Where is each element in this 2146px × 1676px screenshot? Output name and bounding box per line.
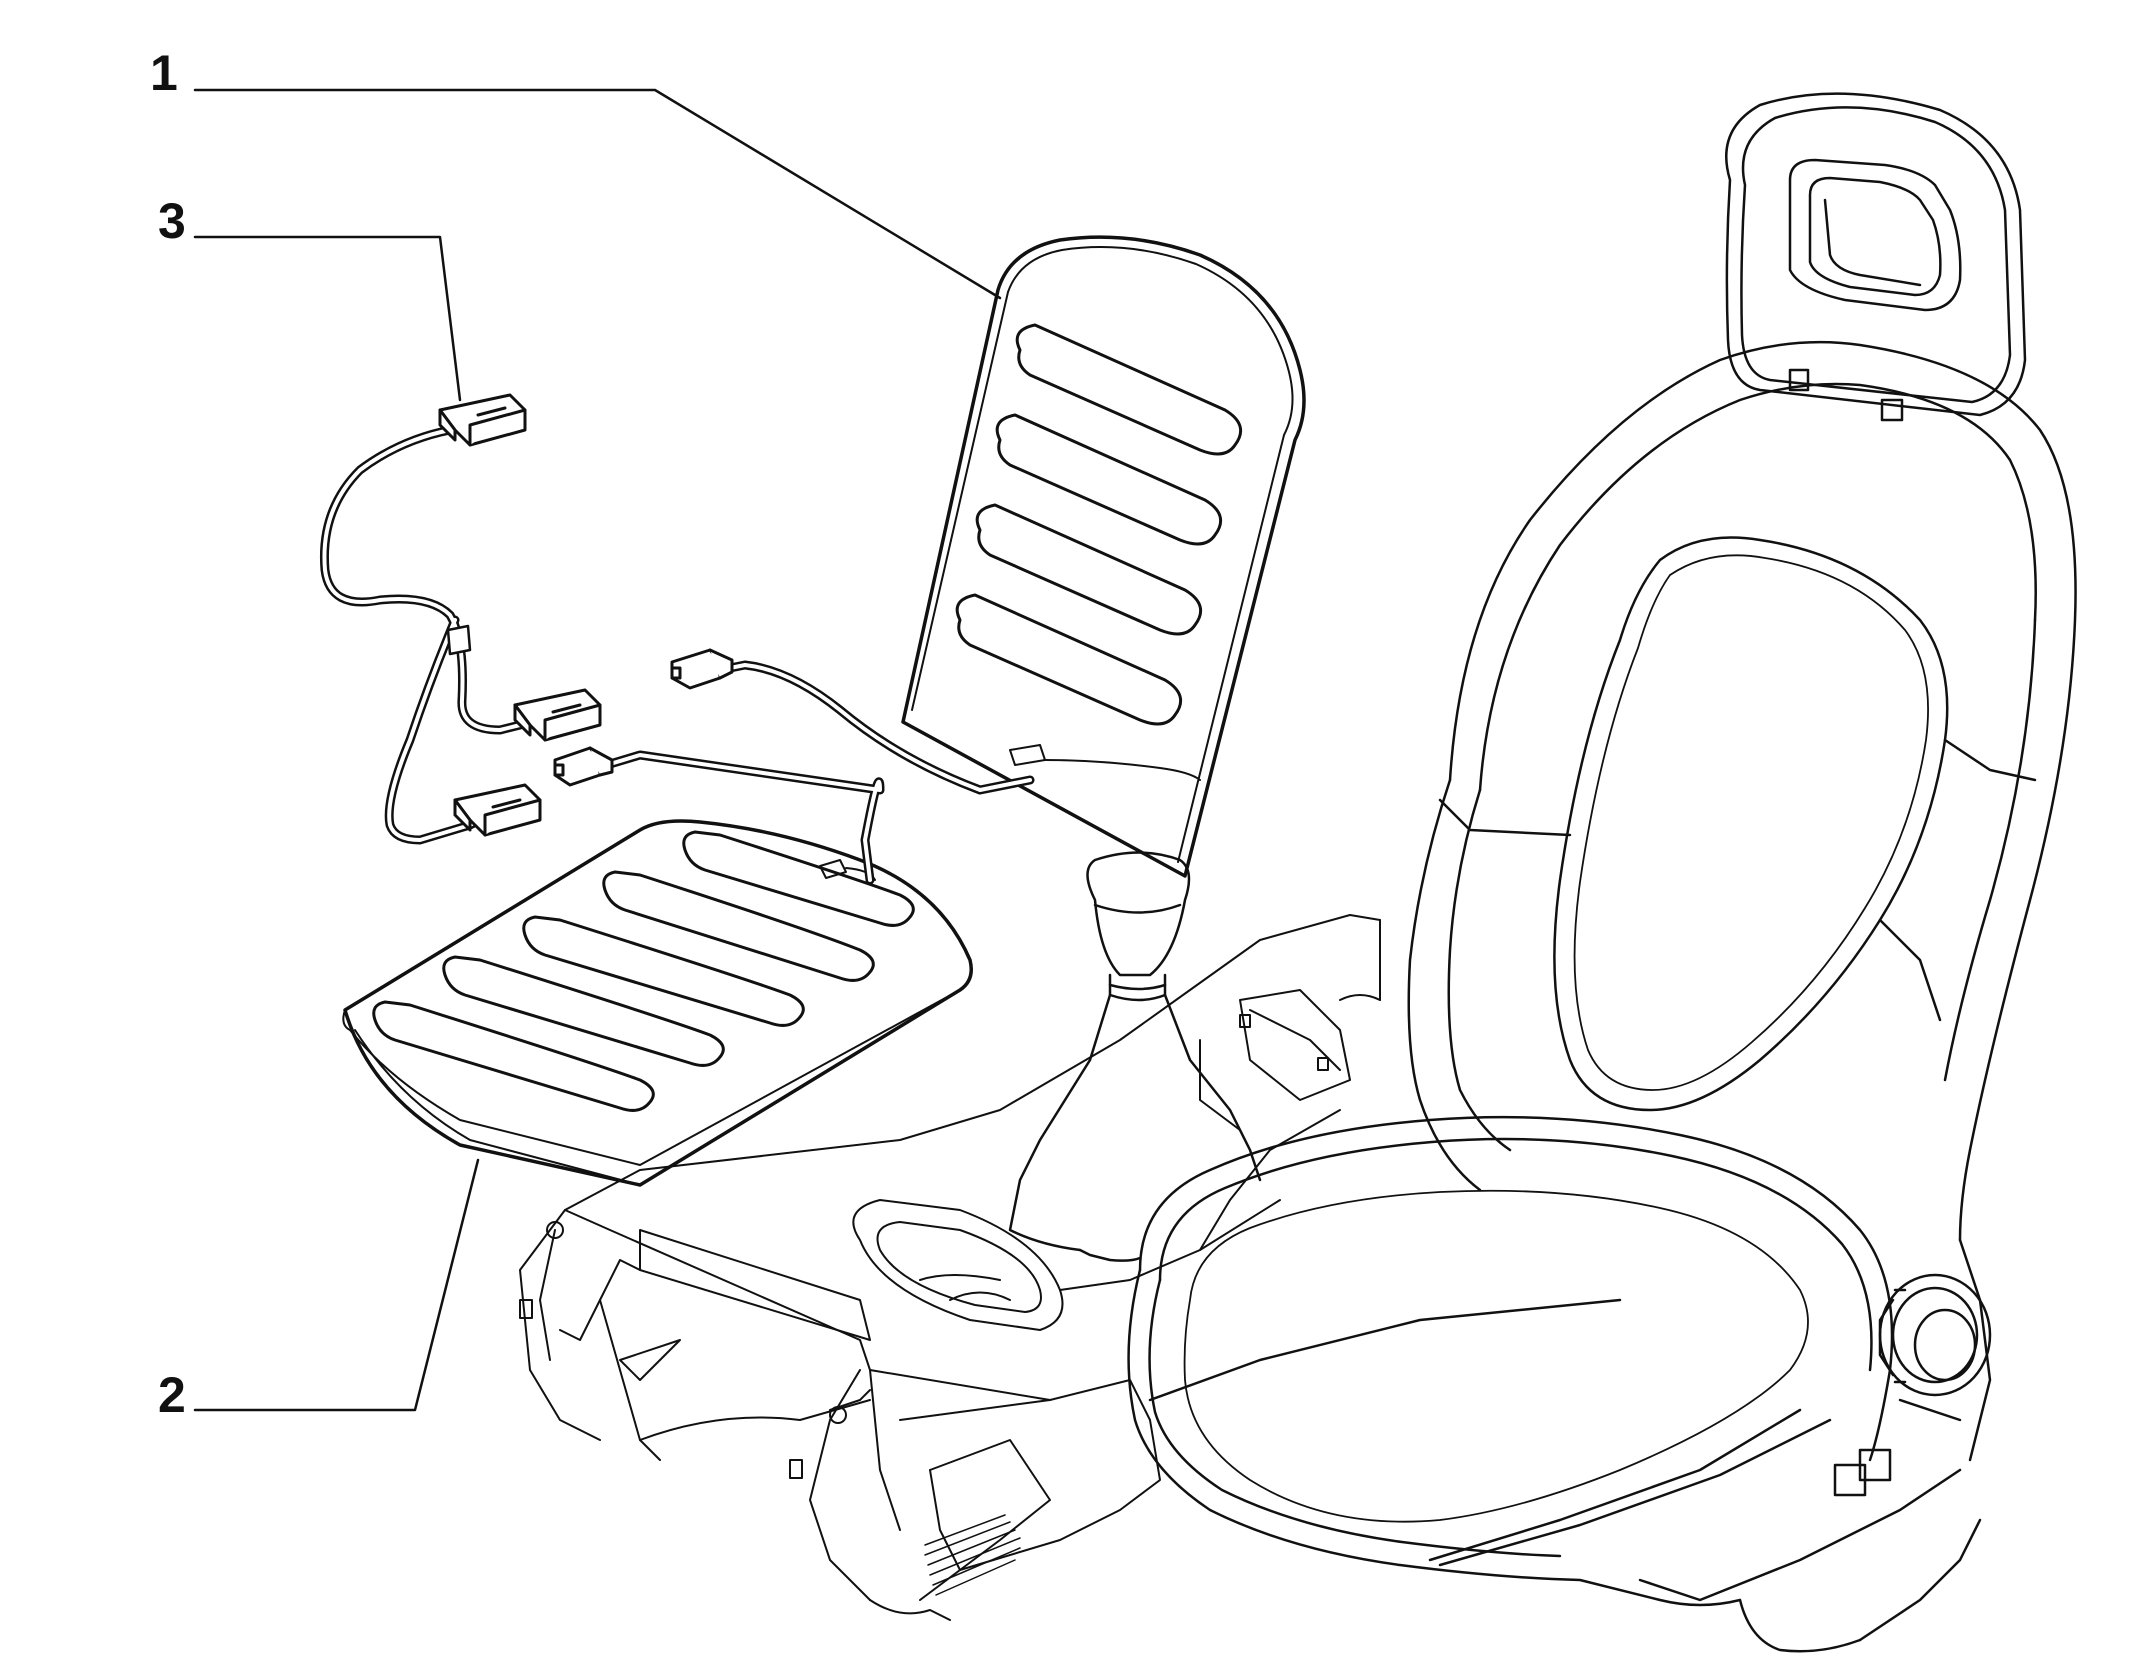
callout-leader-lines xyxy=(195,90,1000,1410)
cushion-heating-pad-icon xyxy=(343,821,971,1185)
leader-line-3 xyxy=(195,237,460,400)
leader-line-1 xyxy=(195,90,1000,298)
callout-3: 3 xyxy=(158,193,186,249)
wiring-harness-icon xyxy=(324,395,1030,880)
leader-line-2 xyxy=(195,1160,478,1410)
center-console-icon xyxy=(520,915,1380,1620)
callout-2: 2 xyxy=(158,1367,186,1423)
callout-1: 1 xyxy=(150,45,178,101)
car-seat-icon xyxy=(1129,94,2076,1652)
backrest-heating-pad-icon xyxy=(903,237,1304,876)
gear-lever-icon xyxy=(1010,853,1260,1261)
